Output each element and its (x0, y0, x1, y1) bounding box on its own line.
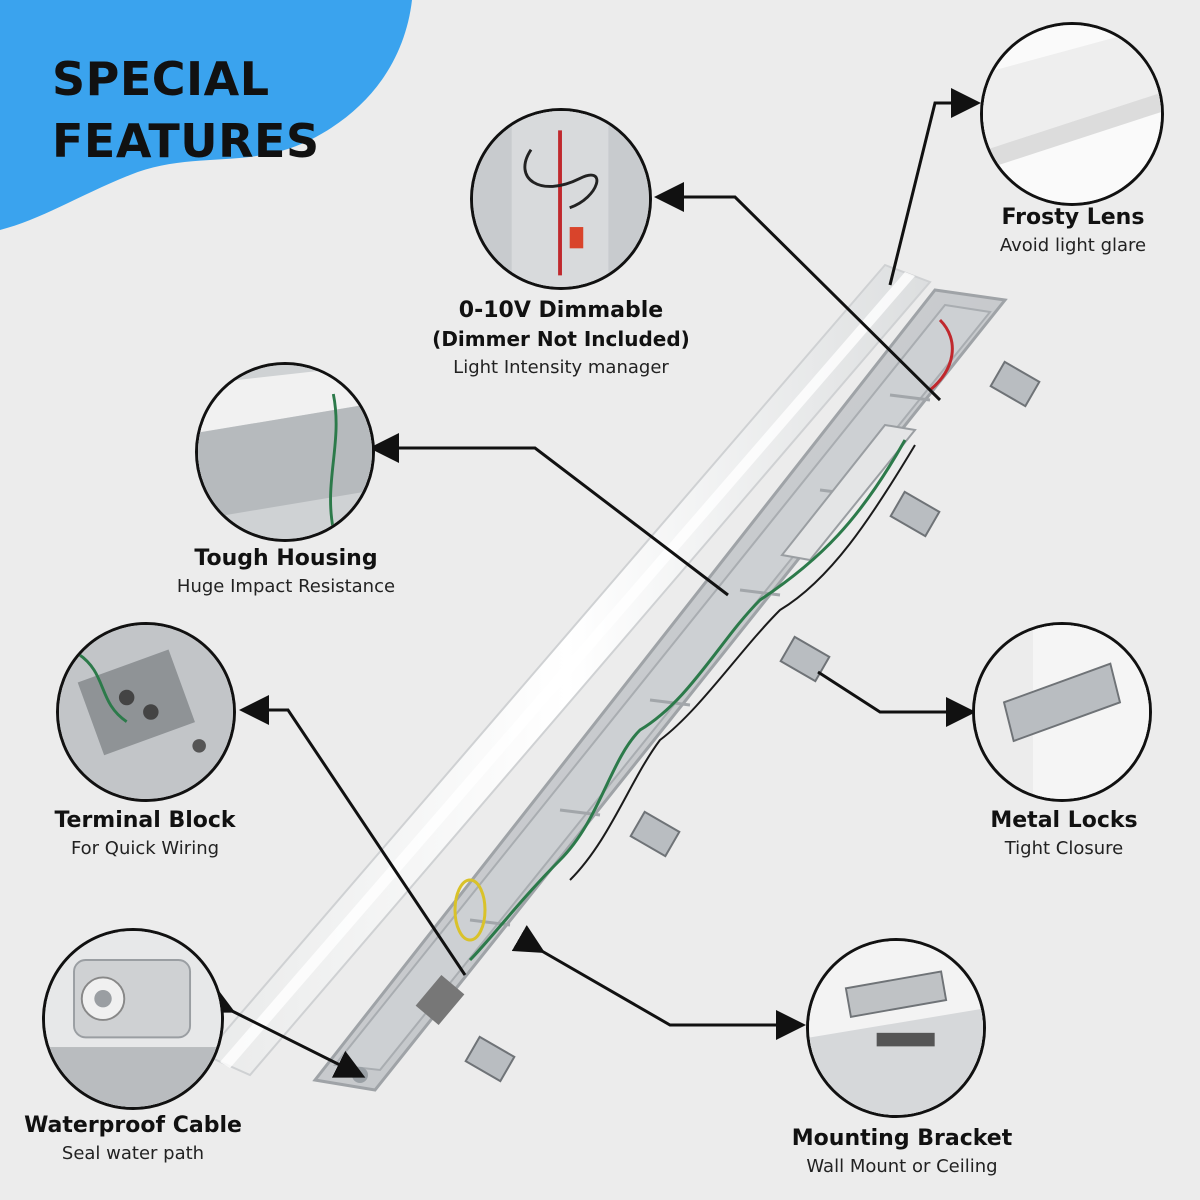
zoom-circle-terminal-block (56, 622, 236, 802)
cable-gland-icon (45, 931, 221, 1107)
zoom-circle-mounting-bracket (806, 938, 986, 1118)
title-background-blob (0, 0, 412, 230)
callout-terminal-block: Terminal Block For Quick Wiring (54, 806, 235, 863)
page-title: SPECIAL FEATURES (52, 48, 320, 172)
arrow-tough-housing (369, 433, 729, 597)
feature-title: Metal Locks (990, 808, 1138, 833)
callout-frosty-lens: Frosty Lens Avoid light glare (1000, 203, 1146, 260)
callout-waterproof-cable: Waterproof Cable Seal water path (24, 1111, 242, 1168)
feature-title: Mounting Bracket (791, 1126, 1013, 1151)
title-line-2: FEATURES (52, 114, 320, 168)
zoom-circle-dimmable (470, 108, 652, 290)
feature-subtitle: Tight Closure (1004, 838, 1124, 859)
arrow-mounting-bracket (511, 925, 806, 1040)
zoom-circle-metal-locks (972, 622, 1152, 802)
feature-title: 0-10V Dimmable (458, 298, 664, 323)
terminal-block-icon (59, 625, 233, 799)
metal-lock-icon (975, 625, 1149, 799)
feature-note: (Dimmer Not Included) (432, 327, 690, 351)
feature-subtitle: For Quick Wiring (70, 838, 220, 859)
dimmer-wiring-icon (473, 111, 649, 287)
housing-detail-icon (198, 365, 372, 539)
frosty-lens-icon (983, 25, 1161, 203)
arrow-metal-locks (817, 670, 976, 727)
fixture-housing (312, 288, 1008, 1092)
title-line-1: SPECIAL (52, 52, 270, 106)
feature-title: Terminal Block (54, 808, 236, 833)
feature-subtitle: Seal water path (61, 1143, 205, 1164)
callout-dimmable: 0-10V Dimmable (Dimmer Not Included) Lig… (432, 296, 690, 382)
callout-tough-housing: Tough Housing Huge Impact Resistance (177, 544, 395, 601)
feature-subtitle: Huge Impact Resistance (176, 576, 396, 597)
arrow-waterproof-cable (201, 985, 366, 1078)
feature-title: Frosty Lens (1001, 205, 1145, 230)
mounting-bracket-icon (809, 941, 983, 1115)
arrow-terminal-block (239, 695, 467, 976)
zoom-circle-tough-housing (195, 362, 375, 542)
arrow-frosty-lens (888, 88, 981, 286)
feature-title: Tough Housing (194, 546, 378, 571)
callout-mounting-bracket: Mounting Bracket Wall Mount or Ceiling (792, 1124, 1012, 1181)
zoom-circle-waterproof-cable (42, 928, 224, 1110)
metal-lock-clips (464, 360, 1041, 1083)
feature-subtitle: Wall Mount or Ceiling (806, 1156, 998, 1177)
arrow-dimmable (654, 182, 942, 402)
callout-metal-locks: Metal Locks Tight Closure (990, 806, 1137, 863)
zoom-circle-frosty-lens (980, 22, 1164, 206)
feature-subtitle: Avoid light glare (999, 235, 1147, 256)
feature-title: Waterproof Cable (24, 1113, 242, 1138)
feature-subtitle: Light Intensity manager (453, 357, 669, 378)
